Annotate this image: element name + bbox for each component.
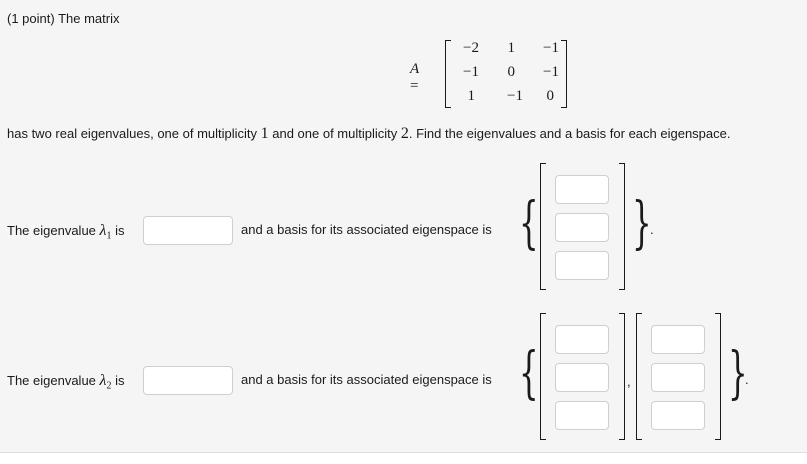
problem-panel: (1 point) The matrix A = −2 1 −1 −1 0 −1… — [0, 11, 807, 453]
multiplicity-1: 1 — [260, 125, 269, 142]
basis-2-vector-1-entry-2[interactable] — [555, 363, 609, 392]
basis-1-vector-1-entry-3[interactable] — [555, 251, 609, 280]
basis-2-vector-2-entry-2[interactable] — [651, 363, 705, 392]
matrix-A: −2 1 −1 −1 0 −1 1 −1 0 — [445, 40, 567, 108]
vector-left-bracket-icon — [540, 313, 546, 440]
label-text: is — [111, 373, 125, 388]
lambda-symbol: λ — [99, 372, 107, 389]
matrix-cell: 1 — [467, 88, 476, 104]
end-period: . — [745, 372, 749, 387]
vector-right-bracket-icon — [715, 313, 721, 440]
basis-2-label: and a basis for its associated eigenspac… — [241, 372, 492, 387]
vector-right-bracket-icon — [619, 163, 625, 290]
close-brace-icon: } — [632, 191, 652, 256]
lambda-subscript: 1 — [106, 230, 112, 242]
matrix-cell: 1 — [507, 40, 516, 56]
matrix-cell: −1 — [543, 40, 559, 56]
problem-description: has two real eigenvalues, one of multipl… — [7, 125, 730, 143]
vector-left-bracket-icon — [540, 163, 546, 290]
desc-text: and one of multiplicity — [268, 126, 401, 141]
eigenvalue-2-input[interactable] — [143, 366, 233, 395]
left-bracket-icon — [445, 40, 451, 108]
basis-1-vector-1-entry-2[interactable] — [555, 213, 609, 242]
matrix-label: A = — [410, 61, 419, 95]
eigenvalue-1-label: The eigenvalue λ1 is — [7, 222, 124, 242]
eigenvalue-1-input[interactable] — [143, 216, 233, 245]
vector-separator-comma: , — [627, 374, 631, 389]
matrix-cell: 0 — [507, 64, 516, 80]
basis-2-vector-1-entry-1[interactable] — [555, 325, 609, 354]
desc-text: . Find the eigenvalues and a basis for e… — [408, 126, 731, 141]
right-bracket-icon — [561, 40, 567, 108]
equals-sign: = — [410, 78, 419, 94]
eigenvalue-2-label: The eigenvalue λ2 is — [7, 372, 124, 392]
label-text: The eigenvalue — [7, 223, 100, 238]
vector-left-bracket-icon — [636, 313, 642, 440]
matrix-cell: −1 — [463, 64, 479, 80]
basis-2-vector-2-entry-3[interactable] — [651, 401, 705, 430]
matrix-cell: −2 — [463, 40, 479, 56]
matrix-cell: −1 — [507, 88, 523, 104]
end-period: . — [650, 222, 654, 237]
basis-2-vector-2-entry-1[interactable] — [651, 325, 705, 354]
lambda-subscript: 2 — [106, 380, 112, 392]
basis-2-vector-1-entry-3[interactable] — [555, 401, 609, 430]
label-text: is — [111, 223, 125, 238]
open-brace-icon: { — [519, 341, 539, 406]
open-brace-icon: { — [519, 191, 539, 256]
matrix-cell: 0 — [546, 88, 555, 104]
matrix-cell: −1 — [543, 64, 559, 80]
desc-text: has two real eigenvalues, one of multipl… — [7, 126, 261, 141]
multiplicity-2: 2 — [400, 125, 409, 142]
label-text: The eigenvalue — [7, 373, 100, 388]
problem-intro: (1 point) The matrix — [7, 11, 120, 26]
close-brace-icon: } — [728, 341, 748, 406]
basis-1-label: and a basis for its associated eigenspac… — [241, 222, 492, 237]
vector-right-bracket-icon — [619, 313, 625, 440]
lambda-symbol: λ — [99, 222, 107, 239]
matrix-name: A — [410, 61, 420, 77]
basis-1-vector-1-entry-1[interactable] — [555, 175, 609, 204]
